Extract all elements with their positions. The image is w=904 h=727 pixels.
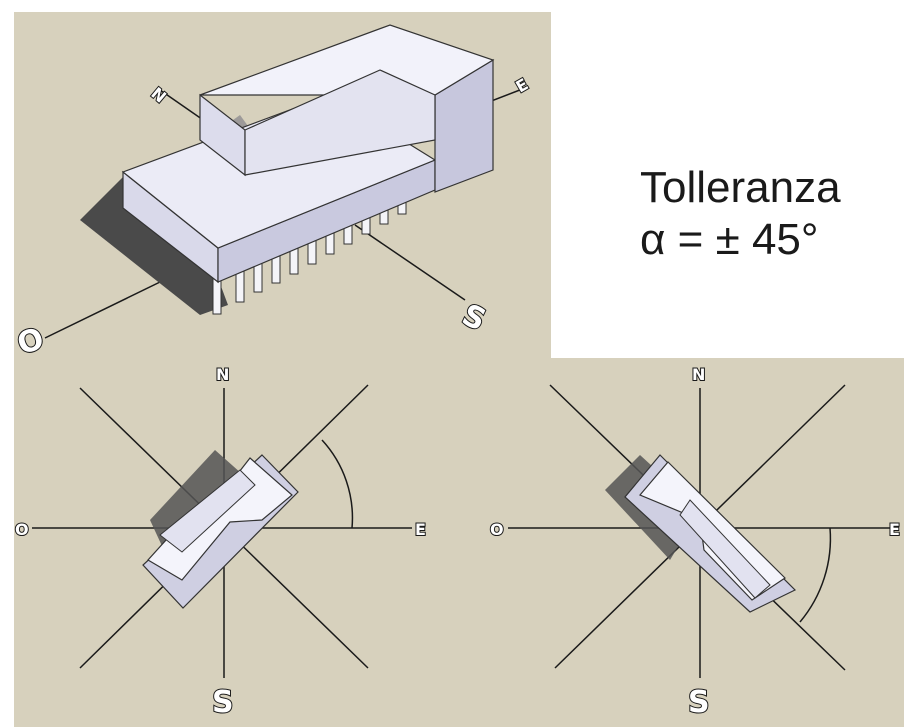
left-building-wing: [159, 469, 256, 553]
right-south-label: S: [688, 685, 710, 720]
right-building-wing: [679, 499, 771, 599]
left-west-label: O: [15, 520, 29, 539]
left-north-label: N: [216, 365, 229, 384]
left-east-label: E: [415, 520, 426, 539]
courtyard: [244, 69, 436, 176]
left-south-label: S: [212, 685, 234, 720]
right-west-label: O: [490, 520, 504, 539]
callout-title: Tolleranza: [640, 163, 841, 212]
tolerance-callout: Tolleranza α = ± 45°: [640, 162, 890, 266]
plan-view-right: N S E O: [489, 364, 901, 721]
right-north-label: N: [692, 365, 705, 384]
callout-formula: α = ± 45°: [640, 215, 819, 264]
right-tolerance-arc: [799, 527, 832, 623]
building-shadow: [80, 175, 228, 315]
axis-south-line: [354, 224, 466, 301]
plan-view-left: N S E O: [14, 364, 427, 721]
left-tolerance-arc: [321, 439, 354, 529]
right-east-label: E: [889, 520, 900, 539]
